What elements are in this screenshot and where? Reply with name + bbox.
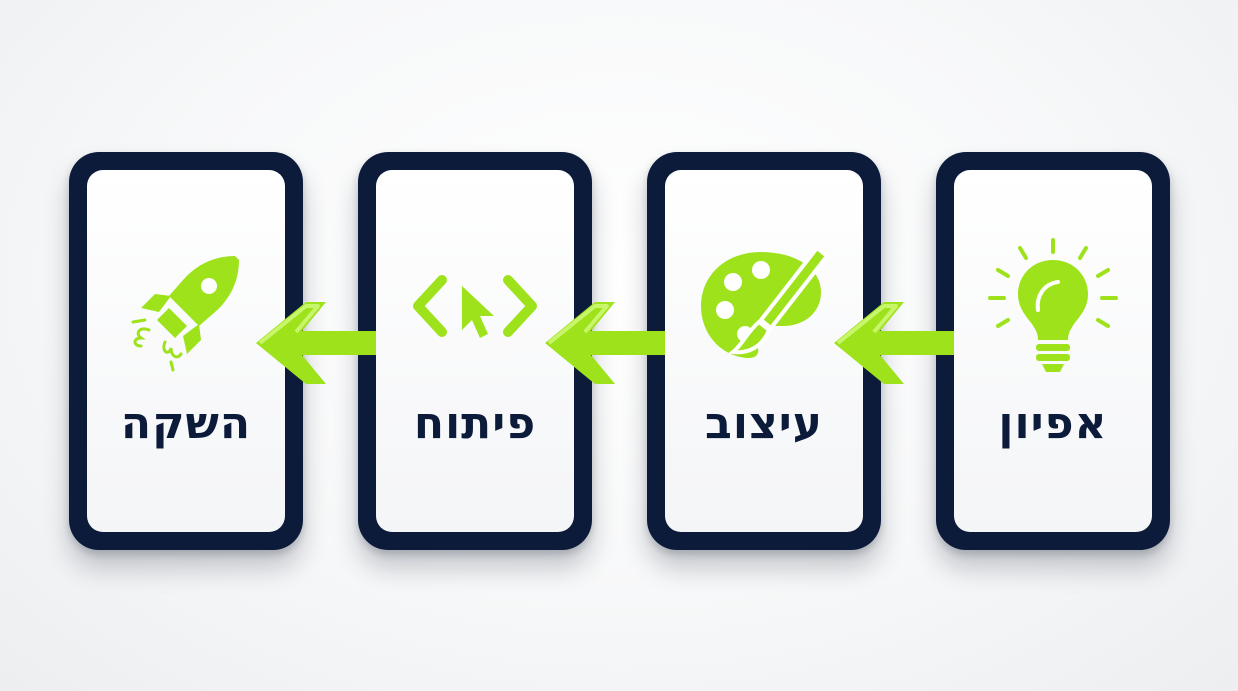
step-label-specification: אפיון: [998, 398, 1108, 449]
step-label-design: עיצוב: [705, 398, 823, 449]
step-card-specification: אפיון: [936, 152, 1170, 550]
lightbulb-icon: [988, 238, 1118, 372]
step-card-inner: פיתוח: [376, 170, 574, 532]
step-label-launch: השקה: [120, 398, 252, 449]
step-card-inner: עיצוב: [665, 170, 863, 532]
rocket-icon: [131, 256, 239, 372]
step-card-inner: השקה: [87, 170, 285, 532]
code-cursor-icon: [413, 275, 537, 338]
flow-arrow-icon: [256, 302, 376, 384]
palette-brush-icon: [701, 245, 830, 359]
step-card-inner: אפיון: [954, 170, 1152, 532]
step-label-development: פיתוח: [413, 398, 537, 449]
flow-arrow-icon: [834, 302, 954, 384]
step-card-design: עיצוב: [647, 152, 881, 550]
step-card-launch: השקה: [69, 152, 303, 550]
step-card-development: פיתוח: [358, 152, 592, 550]
flow-arrow-icon: [545, 302, 665, 384]
